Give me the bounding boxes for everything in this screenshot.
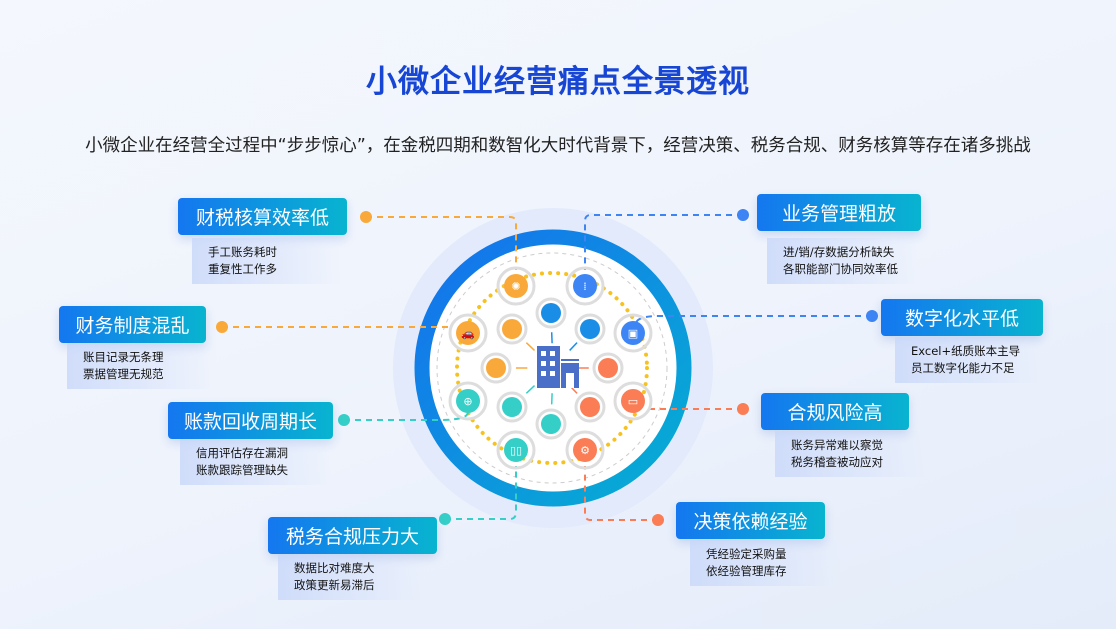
desc-line: 各职能部门协同效率低 <box>783 262 898 276</box>
inner-node-arc <box>480 352 512 384</box>
desc-line: 进/销/存数据分析缺失 <box>783 245 895 259</box>
icon-badge <box>456 321 480 345</box>
desc-line: 账务异常难以察觉 <box>791 438 883 452</box>
icon-arc <box>565 266 605 306</box>
connector-line <box>366 216 517 270</box>
monitor-icon: ▭ <box>628 395 638 408</box>
icon-arc <box>496 430 536 470</box>
desc-line: 数据比对难度大 <box>294 561 375 575</box>
inner-node <box>580 319 600 339</box>
car-icon: 🚗 <box>461 327 475 340</box>
icon-arc <box>448 313 488 353</box>
icon-badge <box>573 274 597 298</box>
chip-icon: ⚙ <box>580 444 590 457</box>
icon-badge <box>573 438 597 462</box>
pills-icon: ⁞ <box>583 280 587 293</box>
inner-node <box>598 358 618 378</box>
desc-line: 手工账务耗时 <box>208 245 277 259</box>
icon-arc <box>613 381 653 421</box>
pain-point-title: 数字化水平低 <box>881 299 1043 336</box>
connector-dot <box>737 209 749 221</box>
subtitle: 小微企业在经营全过程中“步步惊心”，在金税四期和数智化大时代背景下，经营决策、税… <box>85 136 1031 156</box>
pain-point-title: 合规风险高 <box>761 393 909 430</box>
icon-arc <box>565 430 605 470</box>
desc-line: 政策更新易滞后 <box>294 578 375 592</box>
desc-line: 账目记录无条理 <box>83 350 164 364</box>
icon-arc <box>613 313 653 353</box>
pain-point-desc: 数据比对难度大政策更新易滞后 <box>278 554 428 600</box>
pain-point-desc: 手工账务耗时重复性工作多 <box>192 238 342 284</box>
inner-node-arc <box>496 313 528 345</box>
inner-node <box>486 358 506 378</box>
icon-arc <box>496 266 536 306</box>
image-icon: ▣ <box>628 327 638 340</box>
connector-line <box>445 466 517 520</box>
globe-icon: ⊕ <box>463 395 472 408</box>
desc-line: 账款跟踪管理缺失 <box>196 463 288 477</box>
building-icon <box>537 346 579 388</box>
icon-badge <box>504 274 528 298</box>
inner-node <box>502 319 522 339</box>
pain-point-desc: 信用评估存在漏洞账款跟踪管理缺失 <box>180 439 330 485</box>
inner-spoke <box>569 342 578 351</box>
connector-dot <box>652 514 664 526</box>
desc-line: 凭经验定采购量 <box>706 547 787 561</box>
inner-node-arc <box>496 391 528 423</box>
connector-line <box>584 466 658 521</box>
desc-line: 依经验管理库存 <box>706 564 787 578</box>
pain-point-desc: Excel+纸质账本主导员工数字化能力不足 <box>895 337 1045 383</box>
pain-point-desc: 进/销/存数据分析缺失各职能部门协同效率低 <box>767 238 917 284</box>
gray-dashed-ring <box>436 252 668 484</box>
page-title: 小微企业经营痛点全景透视 <box>366 64 750 100</box>
inner-node <box>580 397 600 417</box>
pain-point-desc: 账务异常难以察觉税务稽查被动应对 <box>775 431 925 477</box>
connector-line <box>584 214 743 270</box>
pain-point-title: 账款回收周期长 <box>168 402 333 439</box>
connector-dot <box>866 310 878 322</box>
desc-line: Excel+纸质账本主导 <box>911 344 1021 358</box>
inner-node <box>541 303 561 323</box>
connector-line <box>344 411 469 421</box>
pain-point-title: 财务制度混乱 <box>59 306 206 343</box>
inner-node-arc <box>535 297 567 329</box>
connector-dot <box>216 321 228 333</box>
dotted-ring <box>455 271 649 465</box>
desc-line: 票据管理无规范 <box>83 367 164 381</box>
inner-node-arc <box>574 313 606 345</box>
desc-line: 信用评估存在漏洞 <box>196 446 288 460</box>
connector-dot <box>439 513 451 525</box>
connector-dot <box>737 403 749 415</box>
connector-dot <box>360 211 372 223</box>
icon-arc <box>448 381 488 421</box>
inner-spoke <box>525 342 536 351</box>
icon-badge <box>621 389 645 413</box>
icon-badge <box>504 438 528 462</box>
pain-point-title: 决策依赖经验 <box>676 502 825 539</box>
pain-point-title: 税务合规压力大 <box>268 517 437 554</box>
icon-badge <box>456 389 480 413</box>
book-icon: ▯▯ <box>510 444 522 457</box>
desc-line: 税务稽查被动应对 <box>791 455 883 469</box>
inner-node-arc <box>574 391 606 423</box>
pain-point-desc: 账目记录无条理票据管理无规范 <box>67 343 217 389</box>
desc-line: 员工数字化能力不足 <box>911 361 1015 375</box>
lightbulb-icon: ✺ <box>511 280 520 293</box>
pain-point-title: 财税核算效率低 <box>178 198 347 235</box>
inner-node-arc <box>535 408 567 440</box>
desc-line: 重复性工作多 <box>208 262 277 276</box>
inner-node-arc <box>592 352 624 384</box>
connector-dot <box>338 414 350 426</box>
inner-node <box>541 414 561 434</box>
inner-spoke <box>525 385 536 394</box>
pain-point-desc: 凭经验定采购量依经验管理库存 <box>690 540 840 586</box>
connector-line <box>635 315 872 325</box>
icon-badge <box>621 321 645 345</box>
inner-node <box>502 397 522 417</box>
pain-point-title: 业务管理粗放 <box>757 194 921 231</box>
